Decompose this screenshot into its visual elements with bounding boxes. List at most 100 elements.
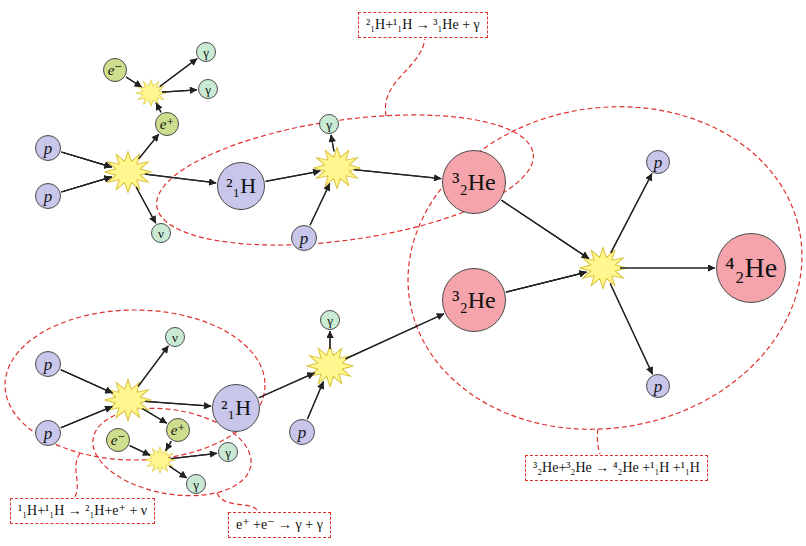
arrow-line [143, 409, 167, 424]
arrow-line [145, 401, 211, 406]
reaction-arrow [259, 314, 444, 398]
arrow-line [266, 171, 321, 181]
arrow-line [138, 346, 168, 387]
reaction-arrow [266, 135, 334, 182]
arrow-line [611, 174, 652, 253]
electron-circle: e⁻ [106, 428, 130, 452]
reaction-arrow [130, 446, 217, 459]
particle-symbol: ³₂He [452, 170, 496, 194]
reaction-burst [314, 148, 361, 189]
equation-text: ²₁H+¹₁H → ³₁He + γ [366, 17, 480, 32]
arrow-line [61, 370, 113, 393]
particle-symbol: p [44, 425, 53, 442]
arrow-line [308, 382, 324, 420]
arrow-line [166, 441, 172, 451]
arrow-line [259, 373, 315, 398]
arrow-line [354, 170, 441, 179]
reaction-burst [105, 380, 152, 421]
arrow-line [611, 174, 652, 253]
photon-circle: γ [218, 442, 238, 462]
arrow-line [259, 373, 315, 398]
arrow-line [160, 59, 197, 87]
arrow-line [61, 370, 113, 393]
reaction-arrow [61, 134, 158, 192]
arrow-line [310, 183, 330, 225]
particle-symbol: γ [203, 46, 209, 59]
photon-circle: γ [198, 79, 218, 99]
reaction-arrow [310, 135, 334, 226]
proton-circle: p [35, 183, 61, 209]
particle-symbol: ²₁H [221, 397, 251, 419]
particle-symbol: e⁺ [171, 423, 186, 438]
neutrino-circle: ν [151, 223, 171, 243]
reaction-arrow [166, 441, 187, 478]
arrow-line [139, 134, 159, 159]
particle-symbol: p [298, 424, 307, 441]
arrow-line [61, 407, 112, 428]
particle-symbol: ν [158, 227, 164, 240]
arrow-line [620, 267, 715, 268]
reaction-arrow [259, 331, 330, 398]
proton-circle: p [35, 420, 61, 446]
proton-circle: p [35, 351, 61, 377]
arrow-line [162, 90, 197, 92]
reaction-arrow [126, 59, 197, 88]
reaction-arrow [61, 174, 216, 192]
arrow-line [130, 446, 150, 456]
arrow-line [502, 200, 589, 258]
equation-text: ¹₁H+¹₁H → ²₁H+e⁺ + ν [18, 503, 147, 518]
photon-circle: γ [320, 310, 340, 330]
arrow-line [61, 177, 111, 192]
arrow-line [166, 441, 172, 451]
reaction-group-outline [5, 310, 265, 460]
reaction-arrow [61, 152, 155, 223]
electron-circle: e⁺ [155, 112, 179, 136]
particle-symbol: p [654, 154, 663, 171]
reaction-arrow [61, 346, 168, 428]
electron-circle: e⁺ [166, 418, 190, 442]
proton-circle: p [35, 135, 61, 161]
arrow-line [162, 90, 197, 92]
neutrino-circle: ν [165, 327, 185, 347]
arrow-line [502, 200, 589, 258]
equation-callout: ³₂He+³₂He → ⁴₂He +¹₁H +¹₁H [525, 455, 708, 481]
reaction-arrow [61, 370, 211, 407]
reaction-burst [145, 447, 175, 473]
callout-leader [217, 493, 258, 511]
arrow-line [145, 401, 211, 406]
equation-callout: ²₁H+¹₁H → ³₁He + γ [358, 12, 488, 38]
arrow-line [310, 183, 330, 225]
particle-symbol: γ [225, 446, 231, 459]
reaction-arrow [266, 170, 442, 182]
particle-symbol: γ [326, 118, 332, 131]
reaction-group-outline [86, 397, 258, 508]
arrow-line [610, 283, 652, 374]
equation-text: ³₂He+³₂He → ⁴₂He +¹₁H +¹₁H [533, 460, 700, 475]
arrow-line [136, 187, 156, 223]
reaction-burst [105, 152, 152, 193]
callout-leader [385, 39, 425, 116]
helium4-circle: ⁴₂He [716, 233, 786, 303]
arrow-line [126, 77, 142, 87]
reaction-arrow [506, 268, 715, 292]
reaction-arrow [308, 331, 331, 419]
arrow-line [139, 134, 159, 159]
helium3-circle: ³₂He [442, 150, 506, 214]
particle-symbol: ³₂He [452, 288, 496, 312]
arrow-line [506, 272, 587, 292]
arrow-line [136, 187, 156, 223]
arrow-line [506, 272, 587, 292]
reaction-arrow [61, 152, 216, 183]
reaction-arrow [61, 346, 169, 393]
particle-symbol: p [44, 188, 53, 205]
arrow-line [61, 407, 112, 428]
arrow-line [346, 314, 445, 359]
arrow-line [61, 177, 111, 192]
arrow-line [138, 346, 168, 387]
arrow-line [329, 331, 330, 349]
arrow-line [266, 171, 321, 181]
reaction-arrow [61, 177, 155, 223]
arrow-line [61, 152, 111, 167]
proton-circle: p [289, 419, 315, 445]
arrow-line [171, 453, 217, 458]
